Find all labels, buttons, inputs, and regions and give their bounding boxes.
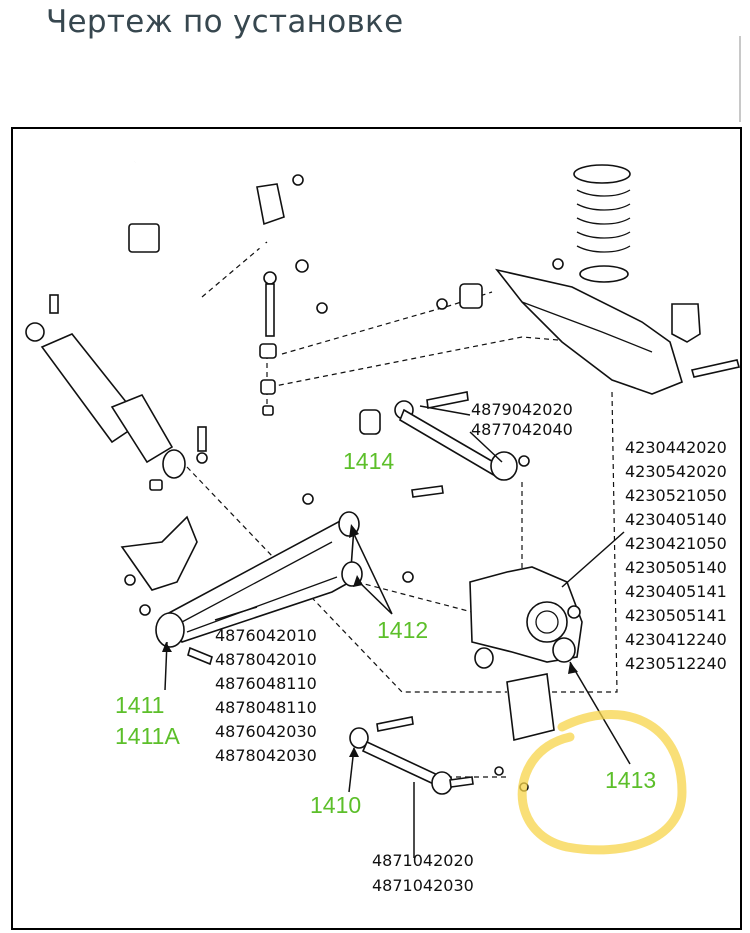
callout-1411: 1411 [115, 692, 164, 718]
coil-spring [552, 164, 631, 283]
part-number-upper-arm-2: 4877042040 [471, 420, 573, 439]
part-number-knuckle-3: 4230521050 [625, 486, 727, 505]
part-number-knuckle-1: 4230442020 [625, 438, 727, 457]
part-number-trailing-arm-2: 4878042010 [215, 650, 317, 669]
scrollbar-divider [739, 36, 741, 122]
highlight-circle [517, 710, 687, 855]
part-number-knuckle-6: 4230505140 [625, 558, 727, 577]
callout-1413: 1413 [605, 767, 656, 793]
lower-control-arm [436, 268, 741, 395]
part-number-trailing-arm-6: 4878042030 [215, 746, 317, 765]
part-number-knuckle-4: 4230405140 [625, 510, 727, 529]
part-number-knuckle-2: 4230542020 [625, 462, 727, 481]
part-number-knuckle-8: 4230505141 [625, 606, 727, 625]
part-number-knuckle-7: 4230405141 [625, 582, 727, 601]
callout-1411a: 1411A [115, 723, 180, 749]
suspension-diagram: 4879042020 4877042040 4230442020 4230542… [25, 158, 741, 895]
stabilizer-link [259, 271, 328, 416]
page-title: Чертеж по установке [46, 4, 404, 40]
upper-arm [359, 391, 530, 498]
part-number-trailing-arm-3: 4876048110 [215, 674, 317, 693]
trailing-arm [120, 493, 363, 666]
callout-1414: 1414 [343, 448, 394, 474]
part-number-knuckle-10: 4230512240 [625, 654, 727, 673]
part-number-trailing-arm-5: 4876042030 [215, 722, 317, 741]
stabilizer-bar [128, 158, 309, 273]
part-number-upper-arm-1: 4879042020 [471, 400, 573, 419]
shock-absorber [25, 294, 208, 491]
callout-1410: 1410 [310, 792, 361, 818]
part-number-knuckle-5: 4230421050 [625, 534, 727, 553]
part-number-trailing-arm-4: 4878048110 [215, 698, 317, 717]
rear-knuckle [402, 566, 583, 792]
part-number-knuckle-9: 4230412240 [625, 630, 727, 649]
leader-lines [162, 405, 631, 858]
part-number-lower-link-1: 4871042020 [372, 851, 474, 870]
suspension-diagram-frame: 4879042020 4877042040 4230442020 4230542… [11, 127, 742, 930]
lower-link [349, 716, 504, 795]
callout-1412: 1412 [377, 617, 428, 643]
part-number-trailing-arm-1: 4876042010 [215, 626, 317, 645]
part-number-lower-link-2: 4871042030 [372, 876, 474, 895]
